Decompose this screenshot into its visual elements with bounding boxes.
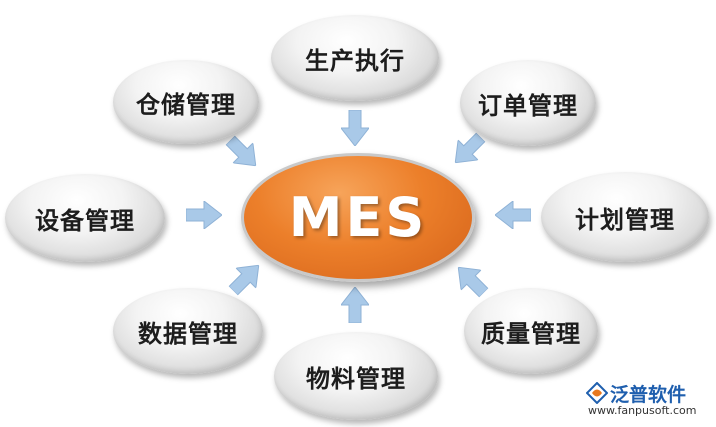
node-production: 生产执行: [271, 15, 439, 101]
node-plan-label: 计划管理: [575, 205, 675, 234]
arrow-from-equipment: [186, 201, 222, 229]
node-order: 订单管理: [460, 60, 596, 146]
node-data: 数据管理: [113, 288, 263, 374]
arrow-from-material: [341, 287, 369, 323]
node-order-label: 订单管理: [478, 91, 578, 120]
arrow-from-plan: [495, 201, 531, 229]
node-equipment-label: 设备管理: [35, 206, 135, 235]
node-material-label: 物料管理: [306, 364, 406, 393]
logo-mark-icon: [586, 382, 608, 404]
node-warehouse-label: 仓储管理: [136, 90, 236, 119]
logo-name: 泛普软件: [610, 384, 687, 406]
node-quality: 质量管理: [464, 288, 598, 374]
arrow-from-order: [454, 132, 486, 164]
logo-url: www.fanpusoft.com: [588, 404, 697, 417]
arrow-from-warehouse: [225, 135, 257, 167]
arrow-from-quality: [457, 266, 489, 298]
node-quality-label: 质量管理: [481, 319, 581, 348]
node-production-label: 生产执行: [305, 46, 405, 75]
node-data-label: 数据管理: [138, 319, 238, 348]
center-mes: MES: [241, 153, 475, 282]
center-mes-label: MES: [288, 186, 428, 249]
node-plan: 计划管理: [541, 172, 709, 262]
node-material: 物料管理: [274, 332, 438, 420]
arrow-from-data: [228, 264, 260, 296]
arrow-from-production: [341, 110, 369, 146]
node-warehouse: 仓储管理: [113, 60, 259, 144]
brand-logo: 泛普软件 www.fanpusoft.com: [586, 380, 711, 424]
node-equipment: 设备管理: [5, 174, 165, 262]
